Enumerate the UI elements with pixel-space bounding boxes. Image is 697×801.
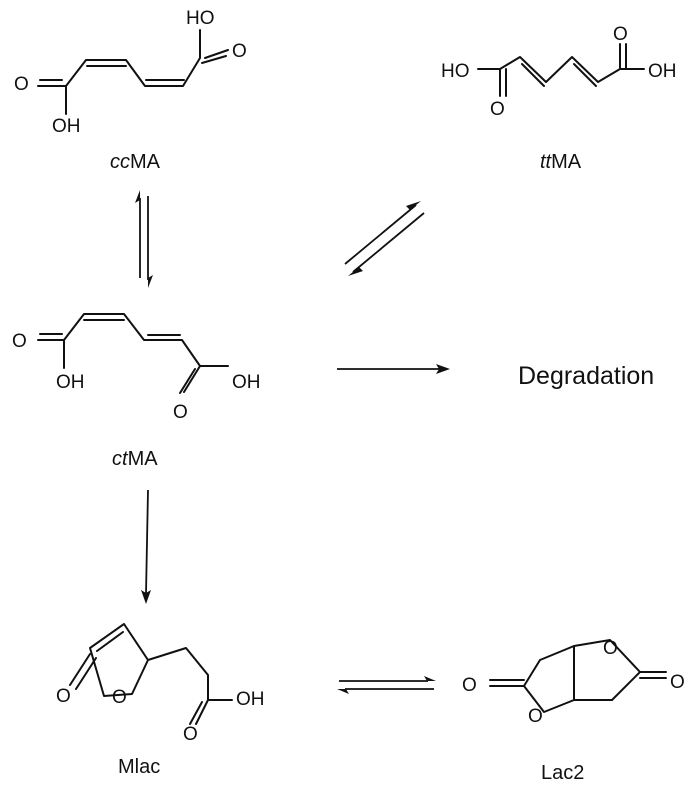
ccMA-oxygen-right: O — [232, 41, 247, 62]
lac2-structure: O O O O Lac2 — [462, 638, 685, 784]
lac2-oxygen-ring-top: O — [603, 638, 618, 659]
ttMA-name-prefix: tt — [540, 151, 553, 173]
ctMA-structure: O OH OH O ctMA — [12, 313, 261, 470]
ctMA-ttMA-equilibrium-arrow — [344, 201, 425, 276]
ttMA-oxygen-bottom: O — [490, 99, 505, 120]
ttMA-inner-bonds — [505, 43, 627, 97]
mlac-structure: O O OH O Mlac — [56, 623, 265, 778]
mlac-hydroxyl: OH — [236, 689, 265, 710]
ctMA-inner-bonds — [39, 319, 196, 394]
lac2-name: Lac2 — [541, 762, 584, 784]
ccMA-inner-bonds — [39, 55, 227, 81]
lac2-oxygen-right: O — [670, 672, 685, 693]
ctMA-hydroxyl-left: OH — [56, 372, 85, 393]
mlac-inner-bonds — [69, 631, 203, 725]
ttMA-name: ttMA — [540, 151, 582, 173]
ctMA-oxygen-bottom: O — [173, 402, 188, 423]
lac2-oxygen-ring-bottom: O — [528, 706, 543, 727]
ccMA-hydroxyl-top: HO — [186, 8, 215, 29]
ctMA-name-suffix: MA — [128, 448, 159, 470]
degradation-label: Degradation — [518, 362, 654, 390]
mlac-oxygen-acid: O — [183, 724, 198, 745]
ccMA-structure: HO O O OH ccMA — [14, 8, 247, 173]
ccMA-name-prefix: cc — [110, 151, 130, 173]
ccMA-bonds — [37, 29, 229, 115]
ccMA-oxygen-left: O — [14, 74, 29, 95]
ttMA-oxygen-top: O — [613, 24, 628, 45]
ttMA-structure: HO OH O O ttMA — [441, 24, 677, 173]
ttMA-bonds — [477, 43, 645, 97]
ctMA-bonds — [37, 313, 229, 393]
ctMA-oxygen-left: O — [12, 331, 27, 352]
mlac-oxygen-ring: O — [112, 687, 127, 708]
ttMA-name-suffix: MA — [551, 151, 582, 173]
ccMA-name-suffix: MA — [130, 151, 161, 173]
degradation-arrow — [337, 364, 450, 374]
mlac-name: Mlac — [118, 756, 160, 778]
ctMA-hydroxyl-right: OH — [232, 372, 261, 393]
ctMA-name-prefix: ct — [112, 448, 129, 470]
lac2-oxygen-left: O — [462, 675, 477, 696]
mlac-lac2-equilibrium-arrow — [337, 676, 436, 694]
mlac-oxygen-carbonyl: O — [56, 686, 71, 707]
lac2-inner-bonds — [489, 671, 667, 687]
ctMA-name: ctMA — [112, 448, 158, 470]
ccMA-hydroxyl-bottom: OH — [52, 116, 81, 137]
ccMA-ctMA-equilibrium-arrow — [135, 190, 153, 288]
mlac-ring-bonds — [89, 623, 233, 725]
ccMA-name: ccMA — [110, 151, 161, 173]
lac2-ring-bonds — [523, 639, 641, 713]
ttMA-hydroxyl-left: HO — [441, 61, 470, 82]
lactonization-arrow — [141, 489, 151, 604]
ttMA-hydroxyl-right: OH — [648, 61, 677, 82]
